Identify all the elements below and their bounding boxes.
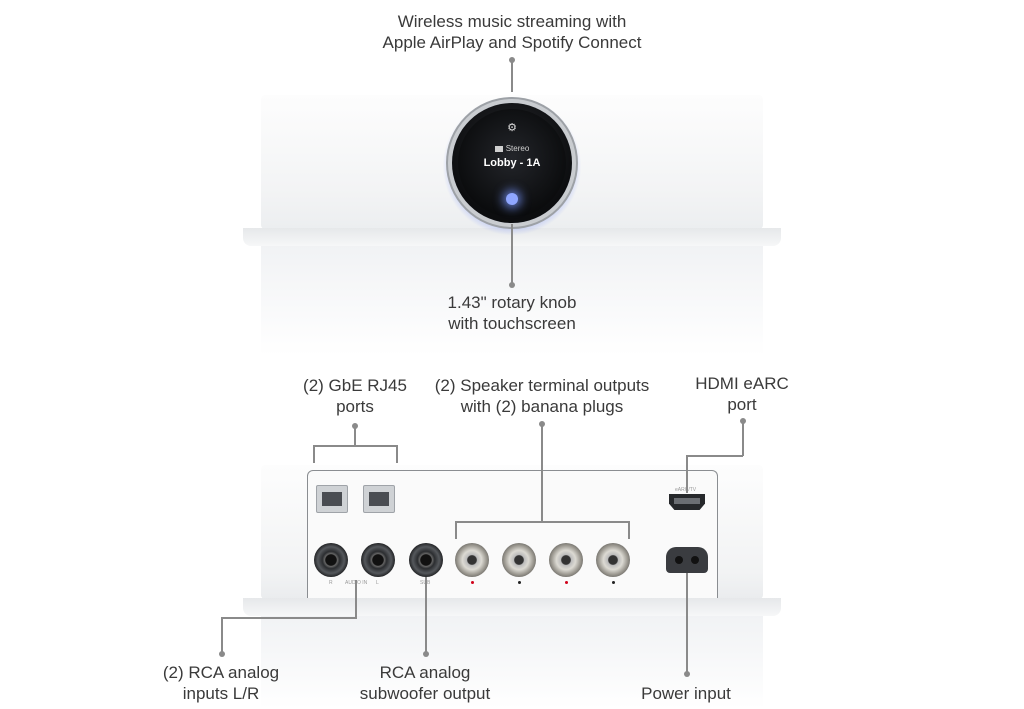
callout-hdmi-line-vertical xyxy=(742,421,744,456)
callout-hdmi-line-drop xyxy=(686,455,688,493)
speaker-icon xyxy=(494,145,503,152)
callout-sub-dot xyxy=(423,651,429,657)
positive-marker xyxy=(565,581,568,584)
speaker-terminal-r-negative[interactable] xyxy=(502,543,536,577)
callout-gbe-bracket xyxy=(313,445,398,447)
callout-power-dot xyxy=(684,671,690,677)
power-input-port[interactable] xyxy=(666,547,708,573)
callout-wireless-line2: Apple AirPlay and Spotify Connect xyxy=(382,33,642,52)
callout-speaker-bracket-right xyxy=(628,521,630,539)
callout-gbe: (2) GbE RJ45 ports xyxy=(285,375,425,417)
callout-sub-line1: RCA analog xyxy=(379,663,471,682)
knob-mode: Stereo xyxy=(458,144,566,153)
callout-rca-in-line2: inputs L/R xyxy=(182,684,260,703)
power-pin xyxy=(675,556,683,564)
positive-marker xyxy=(471,581,474,584)
callout-gbe-bracket-left xyxy=(313,445,315,463)
knob-indicator-icon[interactable] xyxy=(506,193,518,205)
callout-wireless-line xyxy=(511,60,513,92)
callout-knob-line1: 1.43" rotary knob xyxy=(447,293,577,312)
rj45-port-2[interactable] xyxy=(363,485,395,513)
rear-unit-base xyxy=(243,598,781,616)
callout-hdmi-line2: port xyxy=(727,395,757,414)
rca-r-label: R xyxy=(329,580,333,586)
speaker-terminal-r-positive[interactable] xyxy=(455,543,489,577)
callout-rca-in: (2) RCA analog inputs L/R xyxy=(141,662,301,704)
callout-knob-line xyxy=(511,224,513,284)
hdmi-earc-port[interactable] xyxy=(669,494,705,510)
callout-speaker-bracket-left xyxy=(455,521,457,539)
knob-title: Lobby - 1A xyxy=(483,157,541,169)
callout-knob-dot xyxy=(509,282,515,288)
speaker-terminal-l-positive[interactable] xyxy=(549,543,583,577)
rca-subwoofer-output[interactable] xyxy=(409,543,443,577)
rotary-knob[interactable]: ⚙ Stereo Lobby - 1A xyxy=(452,103,572,223)
rj45-port-1[interactable] xyxy=(316,485,348,513)
callout-gbe-line2: ports xyxy=(336,397,374,416)
callout-rca-in-line-rise xyxy=(355,580,357,618)
callout-sub-line xyxy=(425,577,427,653)
callout-hdmi-line1: HDMI eARC xyxy=(695,374,789,393)
callout-speaker: (2) Speaker terminal outputs with (2) ba… xyxy=(420,375,664,417)
speaker-terminal-l-negative[interactable] xyxy=(596,543,630,577)
callout-knob: 1.43" rotary knob with touchscreen xyxy=(400,292,624,334)
callout-rca-in-line1: (2) RCA analog xyxy=(162,663,280,682)
callout-gbe-bracket-right xyxy=(396,445,398,463)
callout-power: Power input xyxy=(621,683,751,704)
knob-touchscreen[interactable]: ⚙ Stereo Lobby - 1A xyxy=(458,109,566,217)
callout-speaker-bracket xyxy=(455,521,629,523)
callout-sub: RCA analog subwoofer output xyxy=(340,662,510,704)
callout-gbe-line xyxy=(354,426,356,446)
negative-marker xyxy=(518,581,521,584)
rca-input-l[interactable] xyxy=(361,543,395,577)
callout-knob-line2: with touchscreen xyxy=(448,314,576,333)
knob-mode-label: Stereo xyxy=(505,144,530,153)
callout-rca-in-dot xyxy=(219,651,225,657)
gear-icon[interactable]: ⚙ xyxy=(507,122,517,134)
callout-speaker-line1: (2) Speaker terminal outputs xyxy=(434,376,650,395)
callout-power-line1: Power input xyxy=(641,684,731,703)
rca-input-r[interactable] xyxy=(314,543,348,577)
callout-power-line xyxy=(686,573,688,673)
callout-speaker-line xyxy=(541,424,543,522)
hdmi-label: eARC/TV xyxy=(675,487,696,493)
callout-sub-line2: subwoofer output xyxy=(359,684,491,703)
callout-hdmi: HDMI eARC port xyxy=(682,373,802,415)
callout-hdmi-line-horizontal xyxy=(686,455,743,457)
callout-rca-in-line-horizontal xyxy=(221,617,357,619)
power-pin xyxy=(691,556,699,564)
callout-rca-in-line-drop xyxy=(221,617,223,653)
negative-marker xyxy=(612,581,615,584)
rear-reflection xyxy=(261,616,763,709)
callout-wireless-line1: Wireless music streaming with xyxy=(397,12,627,31)
callout-wireless: Wireless music streaming with Apple AirP… xyxy=(362,11,662,53)
callout-gbe-line1: (2) GbE RJ45 xyxy=(303,376,407,395)
callout-speaker-line2: with (2) banana plugs xyxy=(460,397,624,416)
rca-l-label: L xyxy=(376,580,379,586)
